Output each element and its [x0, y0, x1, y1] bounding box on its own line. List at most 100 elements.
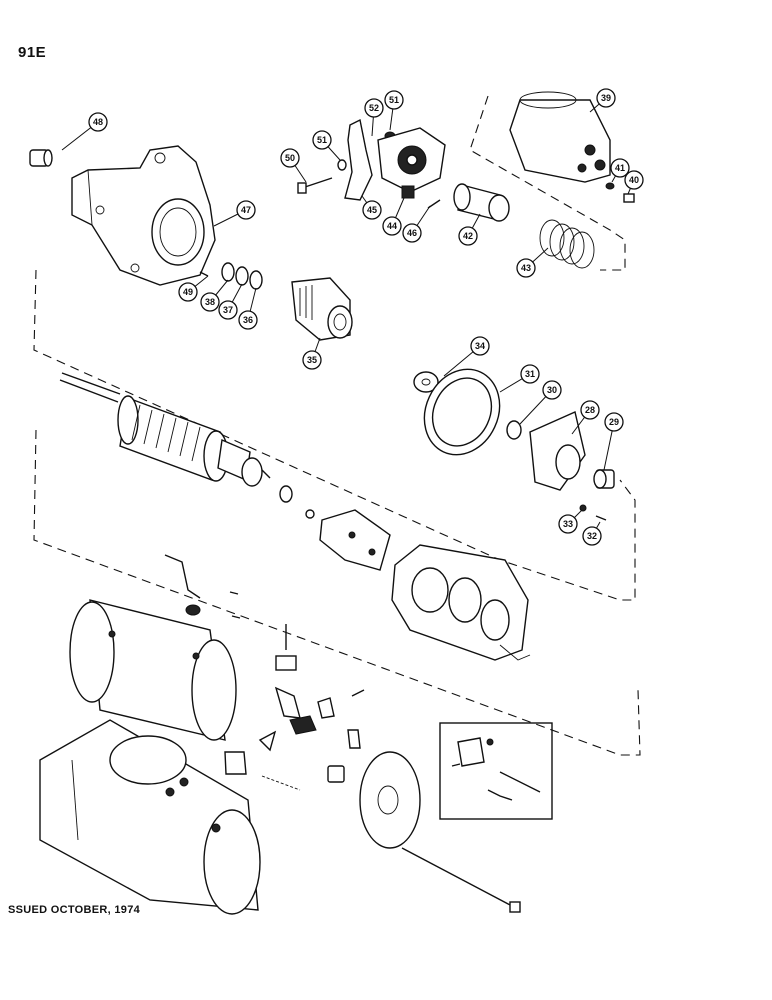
callout-label: 42: [463, 231, 473, 241]
washer-37: [235, 266, 249, 286]
bushing-48: [29, 149, 53, 167]
spring-43: [539, 219, 595, 269]
washer-41: [605, 182, 615, 190]
callout-44: 44: [382, 197, 405, 236]
callout-label: 49: [183, 287, 193, 297]
callout-circle: [624, 170, 644, 190]
callout-circle: [596, 88, 616, 108]
callout-41: 41: [610, 158, 630, 183]
callout-43: 43: [516, 247, 549, 278]
end-plate: [359, 751, 421, 849]
callout-48: 48: [61, 112, 108, 151]
insulator-left: [274, 686, 301, 719]
gasket-31: [423, 368, 501, 456]
callout-39: 39: [589, 88, 616, 113]
callout-label: 32: [587, 531, 597, 541]
callout-47: 47: [213, 200, 256, 227]
plunger-plate-44: [377, 127, 446, 199]
callout-29: 29: [603, 412, 624, 471]
callout-label: 40: [629, 175, 639, 185]
callout-label: 51: [389, 95, 399, 105]
callout-38: 38: [200, 279, 229, 312]
callout-label: 36: [243, 315, 253, 325]
callout-36: 36: [238, 287, 258, 330]
callout-label: 29: [609, 417, 619, 427]
callout-35: 35: [302, 337, 322, 370]
callout-34: 34: [443, 336, 490, 377]
callout-circle: [558, 514, 578, 534]
callout-51: 51: [384, 90, 404, 131]
callout-label: 28: [585, 405, 595, 415]
callout-circle: [384, 90, 404, 110]
solenoid-39: [509, 91, 611, 183]
bolt-50: [297, 177, 333, 194]
plunger-42: [453, 183, 510, 222]
callout-circle: [402, 223, 422, 243]
grommet: [185, 604, 201, 616]
inset-box: [439, 722, 553, 820]
callout-circle: [610, 158, 630, 178]
callout-label: 35: [307, 355, 317, 365]
washer-34: [413, 371, 439, 393]
screw-40: [623, 193, 635, 203]
callout-label: 48: [93, 117, 103, 127]
callout-circle: [520, 364, 540, 384]
callout-28: 28: [571, 400, 600, 435]
issue-note: SSUED OCTOBER, 1974: [8, 904, 141, 916]
insulator-right: [317, 697, 335, 719]
callout-circle: [470, 336, 490, 356]
brush-spring: [347, 729, 361, 749]
drive-assembly-35: [291, 277, 353, 341]
inset-bracket: [457, 737, 485, 767]
callout-31: 31: [499, 364, 540, 393]
callout-circle: [362, 200, 382, 220]
callout-50: 50: [280, 148, 307, 183]
callout-circle: [582, 526, 602, 546]
callout-45: 45: [361, 195, 382, 220]
drive-housing-47: [71, 145, 216, 286]
callout-52: 52: [364, 98, 384, 137]
screw-upper: [229, 591, 239, 595]
clip: [289, 715, 317, 735]
thrust-washer: [279, 485, 293, 503]
callout-label: 45: [367, 205, 377, 215]
callout-circle: [200, 292, 220, 312]
callout-circle: [516, 258, 536, 278]
callout-label: 38: [205, 297, 215, 307]
armature-group-outline: [33, 269, 636, 601]
terminal-strap: [164, 554, 201, 599]
callout-label: 33: [563, 519, 573, 529]
callout-label: 41: [615, 163, 625, 173]
callout-circle: [312, 130, 332, 150]
field-coil: [391, 544, 531, 661]
callout-label: 52: [369, 103, 379, 113]
field-frame: [69, 599, 237, 741]
callout-33: 33: [558, 509, 583, 534]
washer-51: [337, 159, 347, 171]
shift-lever-45: [344, 118, 373, 201]
callout-label: 44: [387, 221, 397, 231]
callout-label: 34: [475, 341, 485, 351]
small-terminal: [224, 751, 247, 775]
callout-label: 37: [223, 305, 233, 315]
callout-label: 43: [521, 263, 531, 273]
screw-32: [595, 515, 607, 521]
callout-label: 47: [241, 205, 251, 215]
callout-circle: [88, 112, 108, 132]
callout-circle: [364, 98, 384, 118]
callout-circle: [604, 412, 624, 432]
callout-40: 40: [624, 170, 644, 195]
callout-label: 51: [317, 135, 327, 145]
callout-49: 49: [178, 275, 209, 302]
terminal-block: [275, 655, 297, 671]
callout-42: 42: [458, 213, 481, 246]
end-bushing: [327, 765, 345, 783]
inset-nut: [486, 738, 494, 746]
callout-51: 51: [312, 130, 341, 161]
callout-label: 50: [285, 153, 295, 163]
callout-circle: [178, 282, 198, 302]
callout-label: 46: [407, 228, 417, 238]
washer-30: [506, 420, 522, 440]
callout-circle: [238, 310, 258, 330]
washer-38: [221, 262, 235, 282]
